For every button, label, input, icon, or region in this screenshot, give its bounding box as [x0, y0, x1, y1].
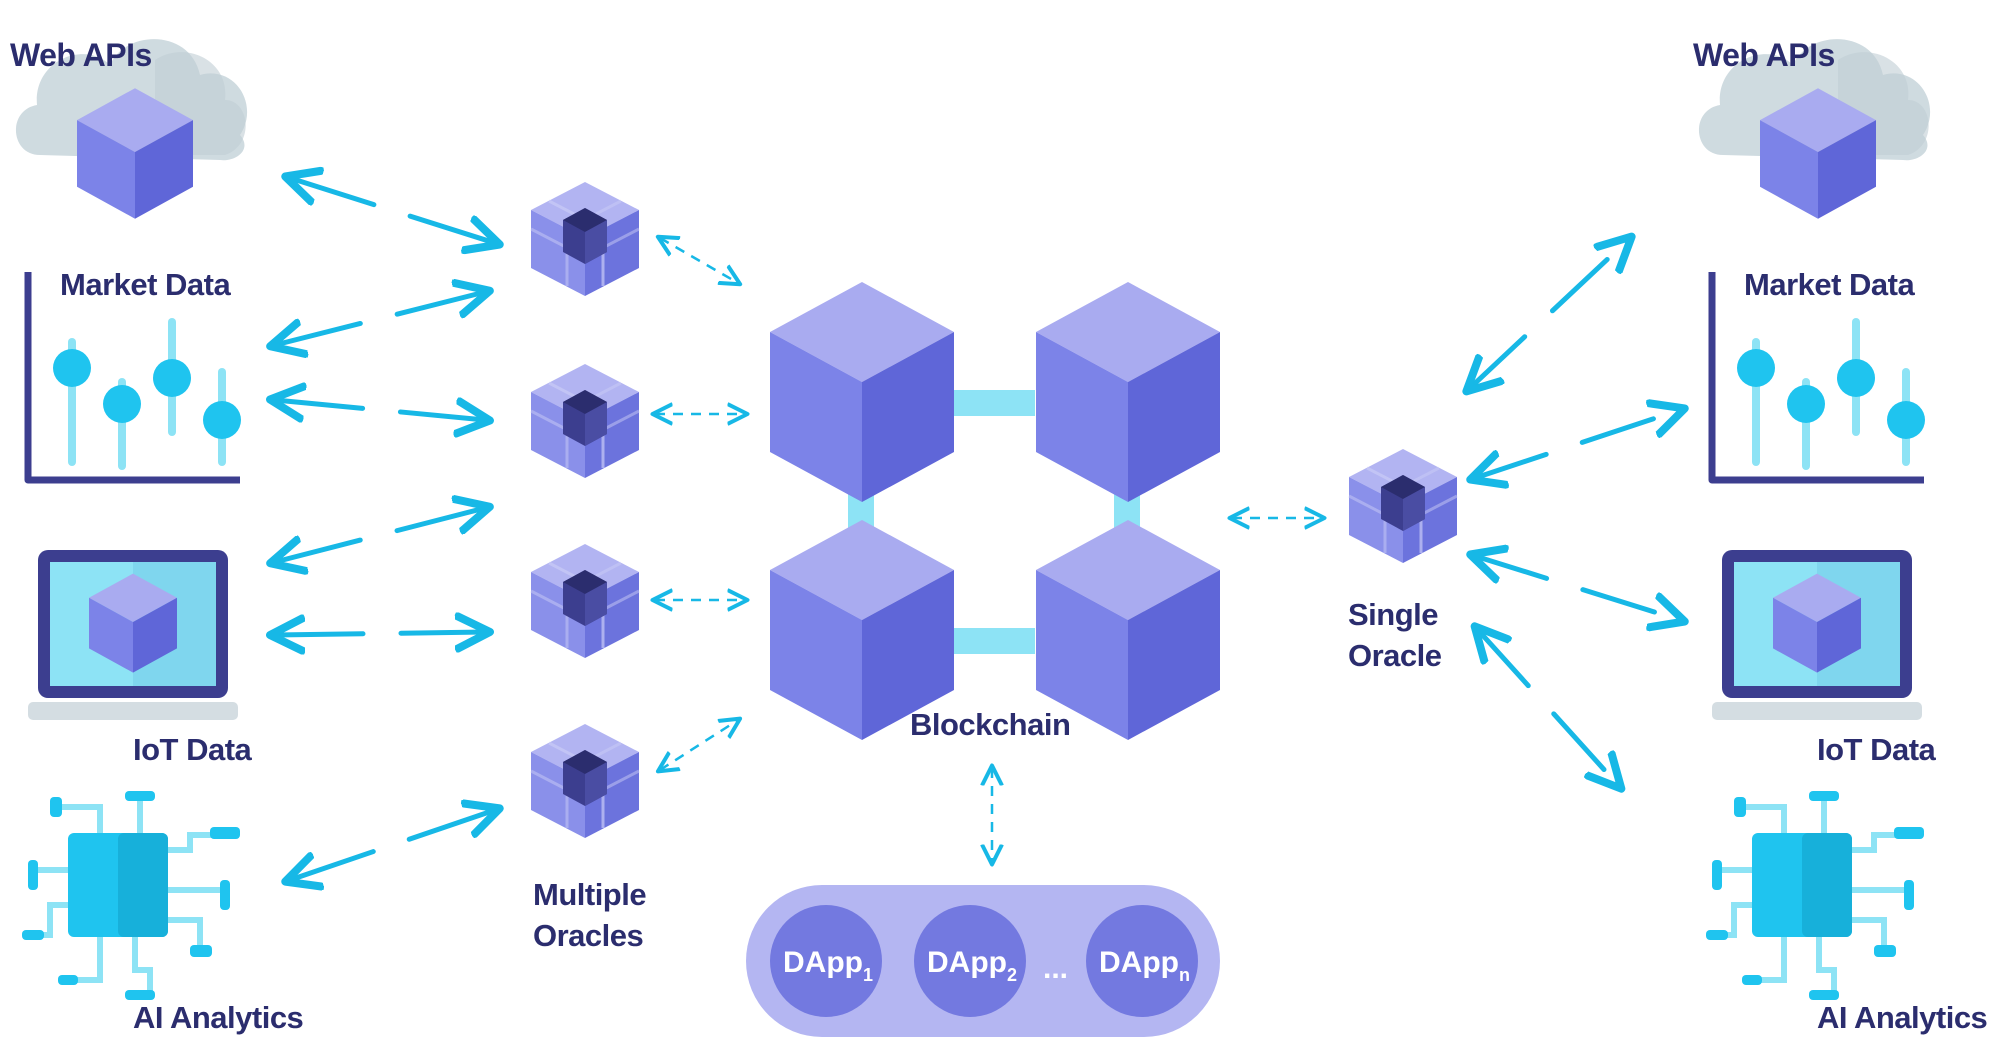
right-iot-laptop-icon [1712, 550, 1922, 720]
dapp-2-circle [914, 905, 1026, 1017]
oracle-cube-4-icon [529, 722, 641, 840]
right-market-data-label: Market Data [1744, 267, 1915, 302]
dapp-2-label: DApp2 [927, 946, 1017, 985]
arrow-single-ai [1478, 630, 1618, 785]
arrow-ai-oracle4 [290, 810, 495, 880]
arrow-webapi-oracle1 [290, 178, 495, 243]
single-oracle-label-line1: Single [1348, 597, 1438, 632]
blockchain-block-2-icon [1036, 282, 1220, 502]
left-market-data-label: Market Data [60, 267, 231, 302]
left-ai-chip-icon [22, 791, 240, 1000]
oracle-cube-3-icon [529, 542, 641, 660]
multiple-oracles-label-line2: Oracles [533, 918, 643, 953]
right-iot-data-label: IoT Data [1817, 732, 1937, 767]
left-market-data-chart-icon [28, 272, 241, 480]
arrow-oracle1-blockchain [660, 238, 738, 283]
left-iot-laptop-icon [28, 550, 238, 720]
single-oracle-cube-icon [1347, 447, 1459, 565]
arrow-single-iot [1475, 556, 1680, 620]
right-ai-chip-icon [1706, 791, 1924, 1000]
left-web-apis-label: Web APIs [10, 37, 152, 73]
dapp-n-label: DAppn [1099, 946, 1190, 985]
arrow-iot-oracle3 [275, 632, 485, 635]
arrow-market-oracle1 [275, 292, 485, 345]
dapp-ellipsis: ... [1043, 952, 1068, 985]
arrow-single-market [1475, 410, 1680, 478]
arrow-iot-oracle2 [275, 508, 485, 562]
left-ai-analytics-label: AI Analytics [133, 1000, 303, 1035]
blockchain-block-1-icon [770, 282, 954, 502]
multiple-oracles-label-line1: Multiple [533, 877, 646, 912]
left-iot-data-label: IoT Data [133, 732, 253, 767]
arrow-market-oracle2 [275, 400, 485, 420]
dapp-n-circle [1086, 905, 1198, 1017]
dapp-1-circle [770, 905, 882, 1017]
right-ai-analytics-label: AI Analytics [1817, 1000, 1987, 1035]
oracle-cube-1-icon [529, 180, 641, 298]
right-market-data-chart-icon [1712, 272, 1925, 480]
oracle-cube-2-icon [529, 362, 641, 480]
arrow-single-webapi [1470, 240, 1628, 388]
dapp-1-label: DApp1 [783, 946, 873, 985]
single-oracle-label-line2: Oracle [1348, 638, 1442, 673]
blockchain-label: Blockchain [910, 707, 1070, 742]
arrow-oracle4-blockchain [660, 720, 738, 770]
right-web-apis-label: Web APIs [1693, 37, 1835, 73]
